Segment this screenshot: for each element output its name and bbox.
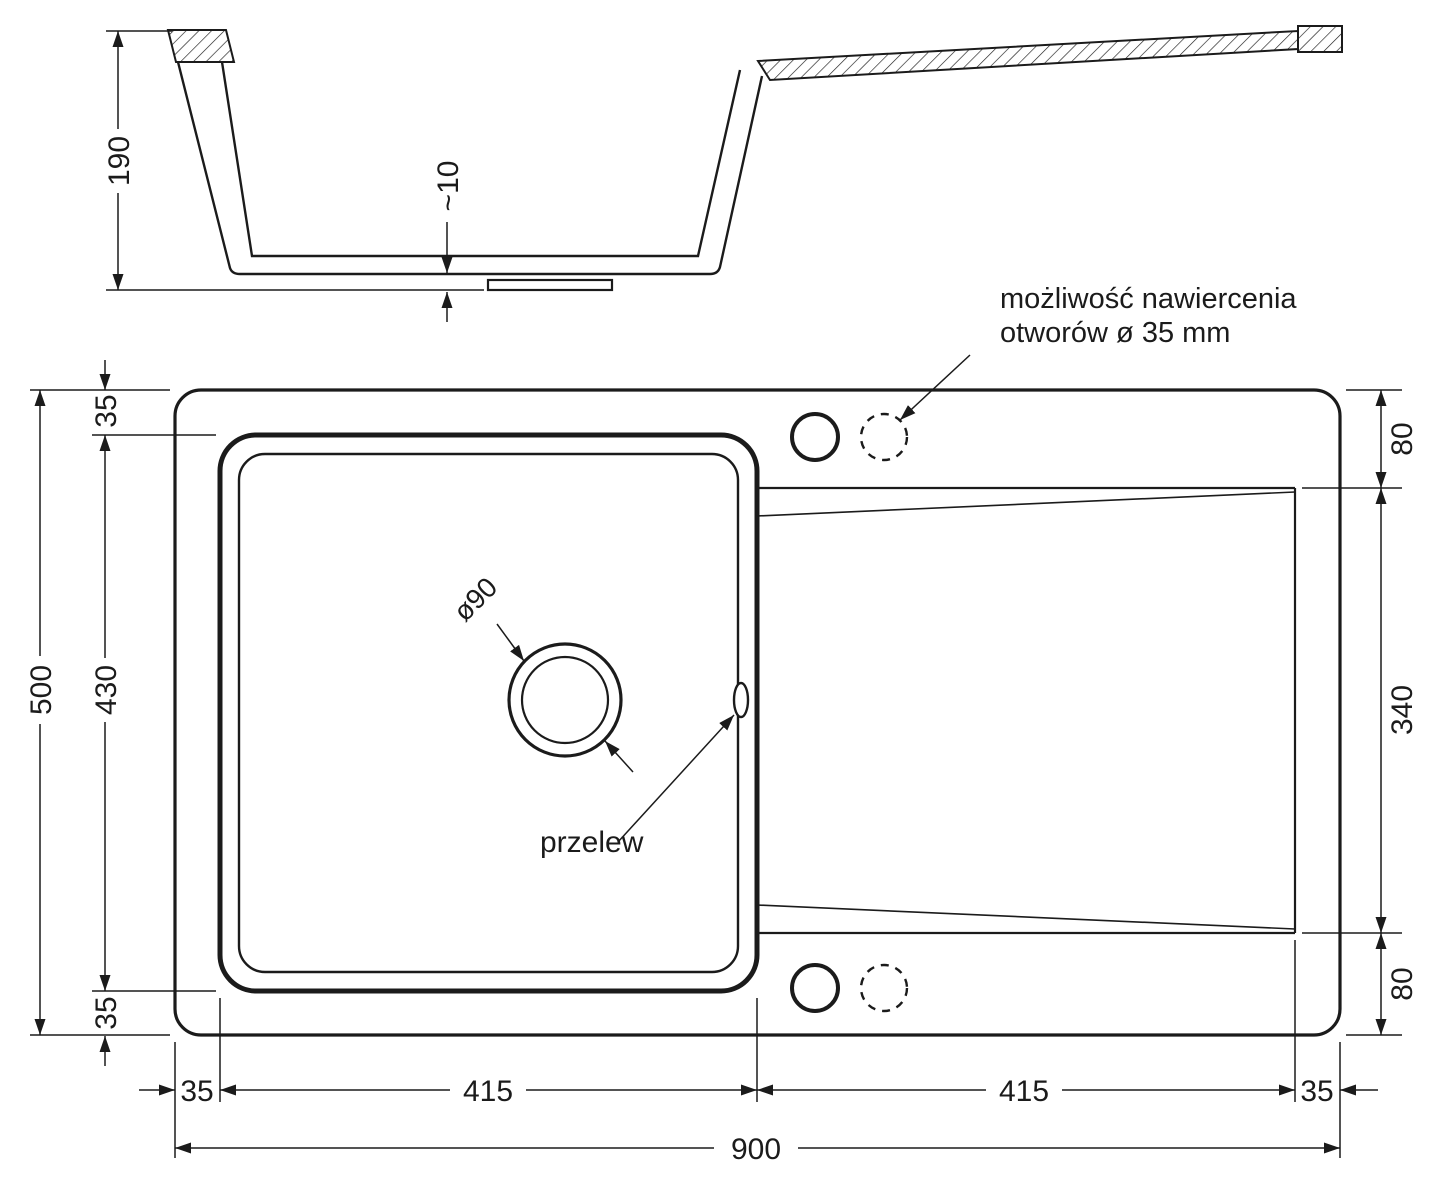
section-basin-inner-wall <box>220 61 742 258</box>
section-right-edge-cap <box>1297 25 1343 53</box>
dim-right-margin-value: 35 <box>1300 1075 1333 1108</box>
section-view: 190 ~10 <box>103 25 1343 322</box>
drain-hole-inner <box>520 655 610 745</box>
dim-text-backing <box>450 1074 526 1106</box>
dimensions-right: 80 340 80 <box>1302 389 1419 1036</box>
drain-callout-arrow-upper <box>496 623 525 662</box>
dim-text-backing <box>92 658 122 722</box>
optional-hole-bottom-dashed <box>859 963 909 1013</box>
drainboard-slope-line-top <box>756 491 1296 517</box>
section-left-rim <box>166 29 236 63</box>
dim-right-bottom-value: 80 <box>1386 967 1419 1000</box>
dim-text-backing <box>714 1132 798 1166</box>
drain-hole-outer <box>507 642 623 758</box>
dim-text-backing <box>92 392 122 430</box>
dim-top-margin-value: 35 <box>90 394 123 427</box>
dimensions-left: 500 35 430 35 <box>25 360 216 1066</box>
dim-overall-height-value: 500 <box>25 665 58 715</box>
overflow-hole <box>732 681 750 719</box>
dim-text-backing <box>104 129 134 193</box>
dim-basin-width-value: 415 <box>463 1075 513 1108</box>
dim-right-top-value: 80 <box>1386 422 1419 455</box>
dim-basin-height-value: 430 <box>90 665 123 715</box>
basin-inner-edge <box>237 452 740 974</box>
drain-callout-arrow-lower <box>604 740 634 773</box>
drill-note-line1: możliwość nawiercenia <box>1000 283 1297 315</box>
dim-bottom-margin-value: 35 <box>90 996 123 1029</box>
plan-view: możliwość nawiercenia otworów ø 35 mm ø9… <box>173 283 1342 1037</box>
faucet-hole-bottom <box>790 963 840 1013</box>
drainboard-slope-line-bottom <box>756 904 1296 930</box>
drill-note-leader-arrow <box>899 354 971 421</box>
dim-text-backing <box>1299 1074 1335 1106</box>
dim-overall-width-value: 900 <box>731 1133 781 1166</box>
dim-text-backing <box>179 1074 215 1106</box>
dim-depth-value: 190 <box>103 136 136 186</box>
section-drainboard-band <box>756 29 1299 82</box>
section-bottom-foot <box>486 278 614 292</box>
drain-diameter-label: ø90 <box>447 571 503 627</box>
optional-hole-top-dashed <box>859 412 909 462</box>
dim-clearance-value: ~10 <box>432 161 465 212</box>
faucet-hole-top <box>790 412 840 462</box>
dim-text-backing <box>26 656 58 724</box>
dim-drainboard-width-value: 415 <box>999 1075 1049 1108</box>
section-basin-outer-wall <box>176 61 764 276</box>
dim-drainboard-height-value: 340 <box>1386 685 1419 735</box>
overflow-label: przelew <box>540 826 644 859</box>
dimensions-bottom: 35 415 415 35 900 <box>139 940 1378 1166</box>
dim-left-margin-value: 35 <box>180 1075 213 1108</box>
dim-text-backing <box>92 994 122 1032</box>
drill-note-line2: otworów ø 35 mm <box>1000 317 1230 349</box>
basin-outer-edge <box>217 432 760 994</box>
overflow-leader-arrow <box>617 714 735 843</box>
dim-text-backing <box>986 1074 1062 1106</box>
